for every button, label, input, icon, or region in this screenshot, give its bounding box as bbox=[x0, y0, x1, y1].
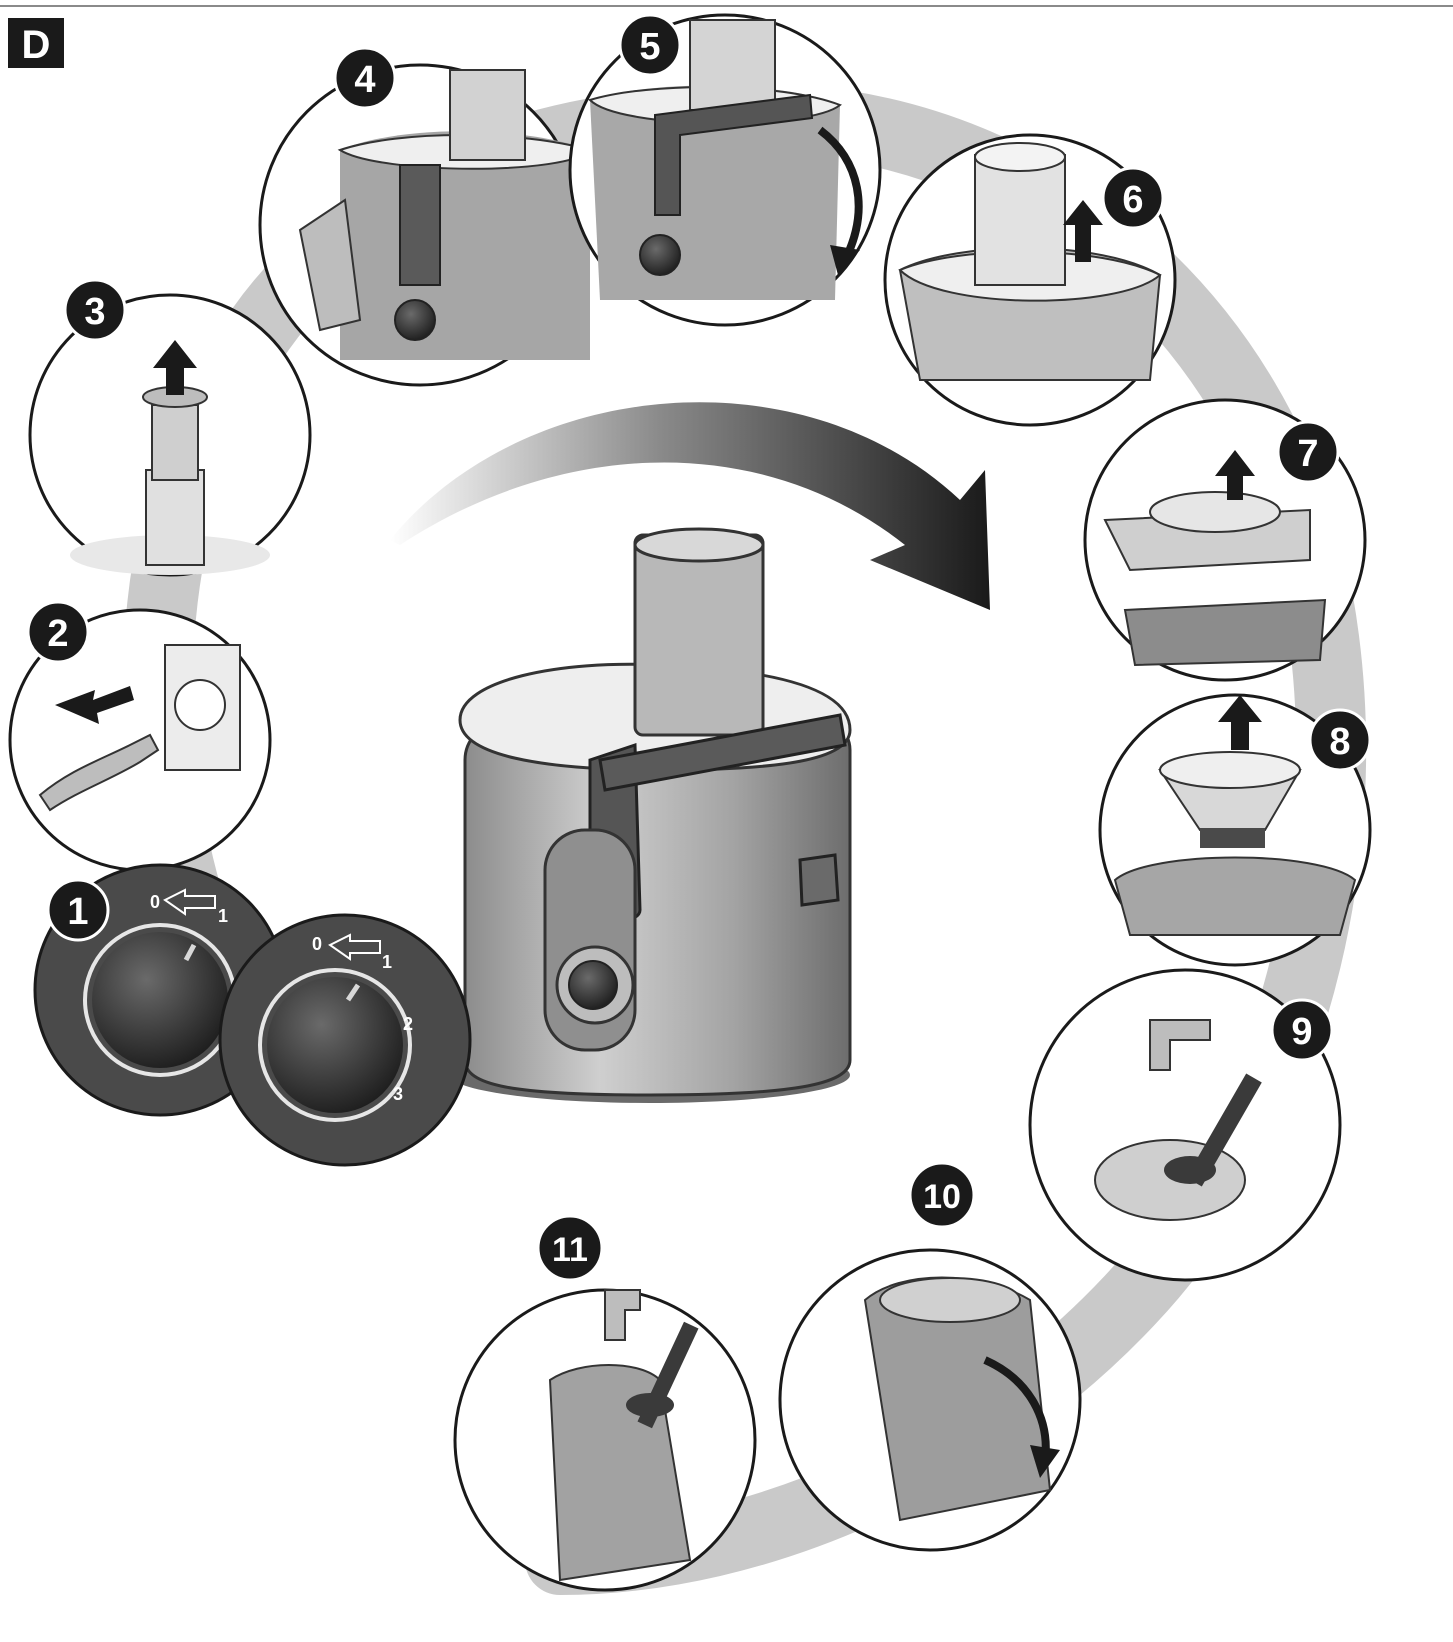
step-1-badge: 1 bbox=[46, 878, 110, 942]
step-2-badge: 2 bbox=[26, 600, 90, 664]
dial-b-label-1: 1 bbox=[382, 952, 392, 972]
step-3-number: 3 bbox=[84, 291, 105, 333]
dial-b-label-3: 3 bbox=[393, 1084, 403, 1104]
step-5-badge: 5 bbox=[618, 13, 682, 77]
step-9-badge: 9 bbox=[1270, 998, 1334, 1062]
step-5-number: 5 bbox=[639, 26, 660, 68]
step-9-number: 9 bbox=[1291, 1011, 1312, 1053]
step-4-number: 4 bbox=[354, 59, 375, 101]
step-2-number: 2 bbox=[47, 613, 68, 655]
step-5-illustration bbox=[568, 13, 882, 327]
dial-a-label-0: 0 bbox=[150, 892, 160, 912]
step-11-number: 11 bbox=[552, 1231, 588, 1269]
step-10-illustration bbox=[778, 1248, 1082, 1552]
step-11-badge: 11 bbox=[536, 1214, 604, 1282]
dial-b-label-0: 0 bbox=[312, 934, 322, 954]
step-10-badge: 10 bbox=[908, 1161, 976, 1229]
section-letter: D bbox=[22, 23, 51, 67]
step-8-badge: 8 bbox=[1308, 708, 1372, 772]
step-1-number: 1 bbox=[67, 891, 88, 933]
juicer-main bbox=[450, 527, 852, 1103]
step-6-illustration bbox=[883, 133, 1177, 427]
dial-b-label-2: 2 bbox=[403, 1014, 413, 1034]
step-11-illustration bbox=[453, 1288, 757, 1592]
step-4-illustration bbox=[258, 63, 592, 387]
step-7-number: 7 bbox=[1297, 433, 1318, 475]
rotation-arrow bbox=[390, 402, 990, 610]
step-3-illustration bbox=[28, 293, 312, 577]
step-8-number: 8 bbox=[1329, 721, 1350, 763]
step-6-number: 6 bbox=[1122, 179, 1143, 221]
step-7-badge: 7 bbox=[1276, 420, 1340, 484]
step-8-illustration bbox=[1098, 693, 1372, 967]
step-3-badge: 3 bbox=[63, 278, 127, 342]
step-10-number: 10 bbox=[923, 1178, 961, 1216]
section-letter-box bbox=[8, 18, 64, 68]
step-2-illustration bbox=[8, 608, 272, 872]
step-9-illustration bbox=[1028, 968, 1342, 1282]
step-4-badge: 4 bbox=[333, 46, 397, 110]
dial-b: 0 1 2 3 bbox=[218, 913, 472, 1167]
dial-a-label-1: 1 bbox=[218, 906, 228, 926]
step-6-badge: 6 bbox=[1101, 166, 1165, 230]
